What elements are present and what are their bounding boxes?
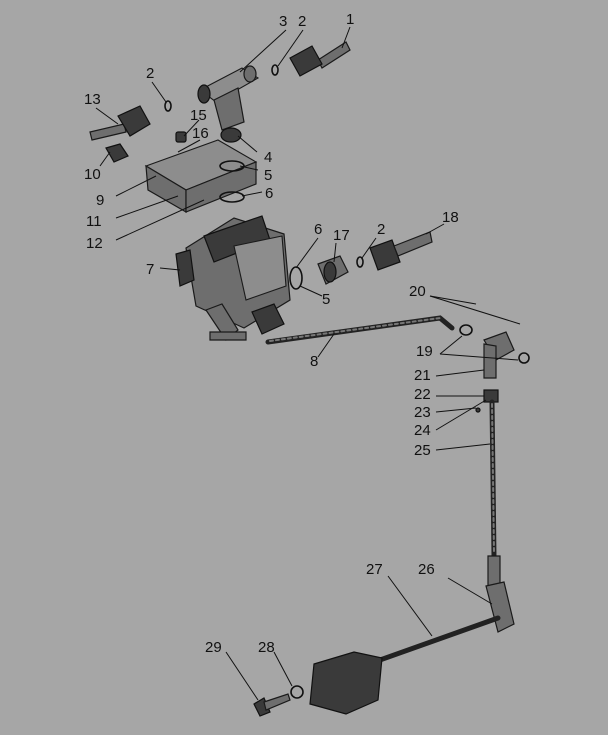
callout-29: 29 xyxy=(205,639,222,656)
part-25-shaft xyxy=(489,399,497,559)
callout-4: 4 xyxy=(264,149,272,166)
part-21-elbow xyxy=(483,331,530,379)
part-3-tee-fitting xyxy=(197,65,260,131)
callout-21: 21 xyxy=(414,367,431,384)
part-5-ring-top xyxy=(219,160,245,172)
part-6-ring-top xyxy=(219,191,245,203)
part-28-washer xyxy=(290,685,304,699)
callout-15: 15 xyxy=(190,107,207,124)
callout-20: 20 xyxy=(409,283,426,300)
part-22-24-clamp xyxy=(475,389,499,413)
callout-9: 9 xyxy=(96,192,104,209)
part-2-washer-top xyxy=(271,64,279,76)
part-10-bolt xyxy=(105,143,129,163)
part-26-lever xyxy=(485,555,515,633)
callout-10: 10 xyxy=(84,166,101,183)
callout-5-mid: 5 xyxy=(322,291,330,308)
part-8-rod xyxy=(265,315,455,345)
part-13-bolt xyxy=(89,105,151,141)
callout-6-mid: 6 xyxy=(314,221,322,238)
part-2-washer-right xyxy=(356,256,364,268)
callout-7: 7 xyxy=(146,261,154,278)
part-18-bolt xyxy=(369,231,433,271)
callout-2-top: 2 xyxy=(298,13,306,30)
part-6-oring-mid xyxy=(289,266,303,290)
part-1-bolt xyxy=(289,41,351,77)
callout-3: 3 xyxy=(279,13,287,30)
callout-27: 27 xyxy=(366,561,383,578)
callout-5-top: 5 xyxy=(264,167,272,184)
part-29-bolt xyxy=(253,693,291,717)
callout-26: 26 xyxy=(418,561,435,578)
callout-24: 24 xyxy=(414,422,431,439)
callout-19: 19 xyxy=(416,343,433,360)
callout-2-left: 2 xyxy=(146,65,154,82)
callout-1: 1 xyxy=(346,11,354,28)
part-2-washer-left xyxy=(164,100,172,112)
part-27-handle xyxy=(309,615,501,715)
callout-18: 18 xyxy=(442,209,459,226)
callout-labels: 1 2 3 2 2 13 15 16 4 5 6 10 9 11 12 6 17… xyxy=(84,11,459,656)
callout-25: 25 xyxy=(414,442,431,459)
part-19-ring xyxy=(459,324,473,336)
callout-17: 17 xyxy=(333,227,350,244)
part-4-bushing xyxy=(220,127,242,143)
part-7-valve-body xyxy=(175,215,291,341)
callout-2-right: 2 xyxy=(377,221,385,238)
callout-22: 22 xyxy=(414,386,431,403)
part-9-bracket xyxy=(144,139,258,214)
callout-28: 28 xyxy=(258,639,275,656)
callout-6-top: 6 xyxy=(265,185,273,202)
callout-16: 16 xyxy=(192,125,209,142)
callout-23: 23 xyxy=(414,404,431,421)
part-17-union xyxy=(317,255,349,285)
leader-lines xyxy=(95,26,521,701)
callout-12: 12 xyxy=(86,235,103,252)
part-15-nut xyxy=(175,131,187,143)
callout-8: 8 xyxy=(310,353,318,370)
callout-11: 11 xyxy=(86,213,102,230)
callout-13: 13 xyxy=(84,91,101,108)
